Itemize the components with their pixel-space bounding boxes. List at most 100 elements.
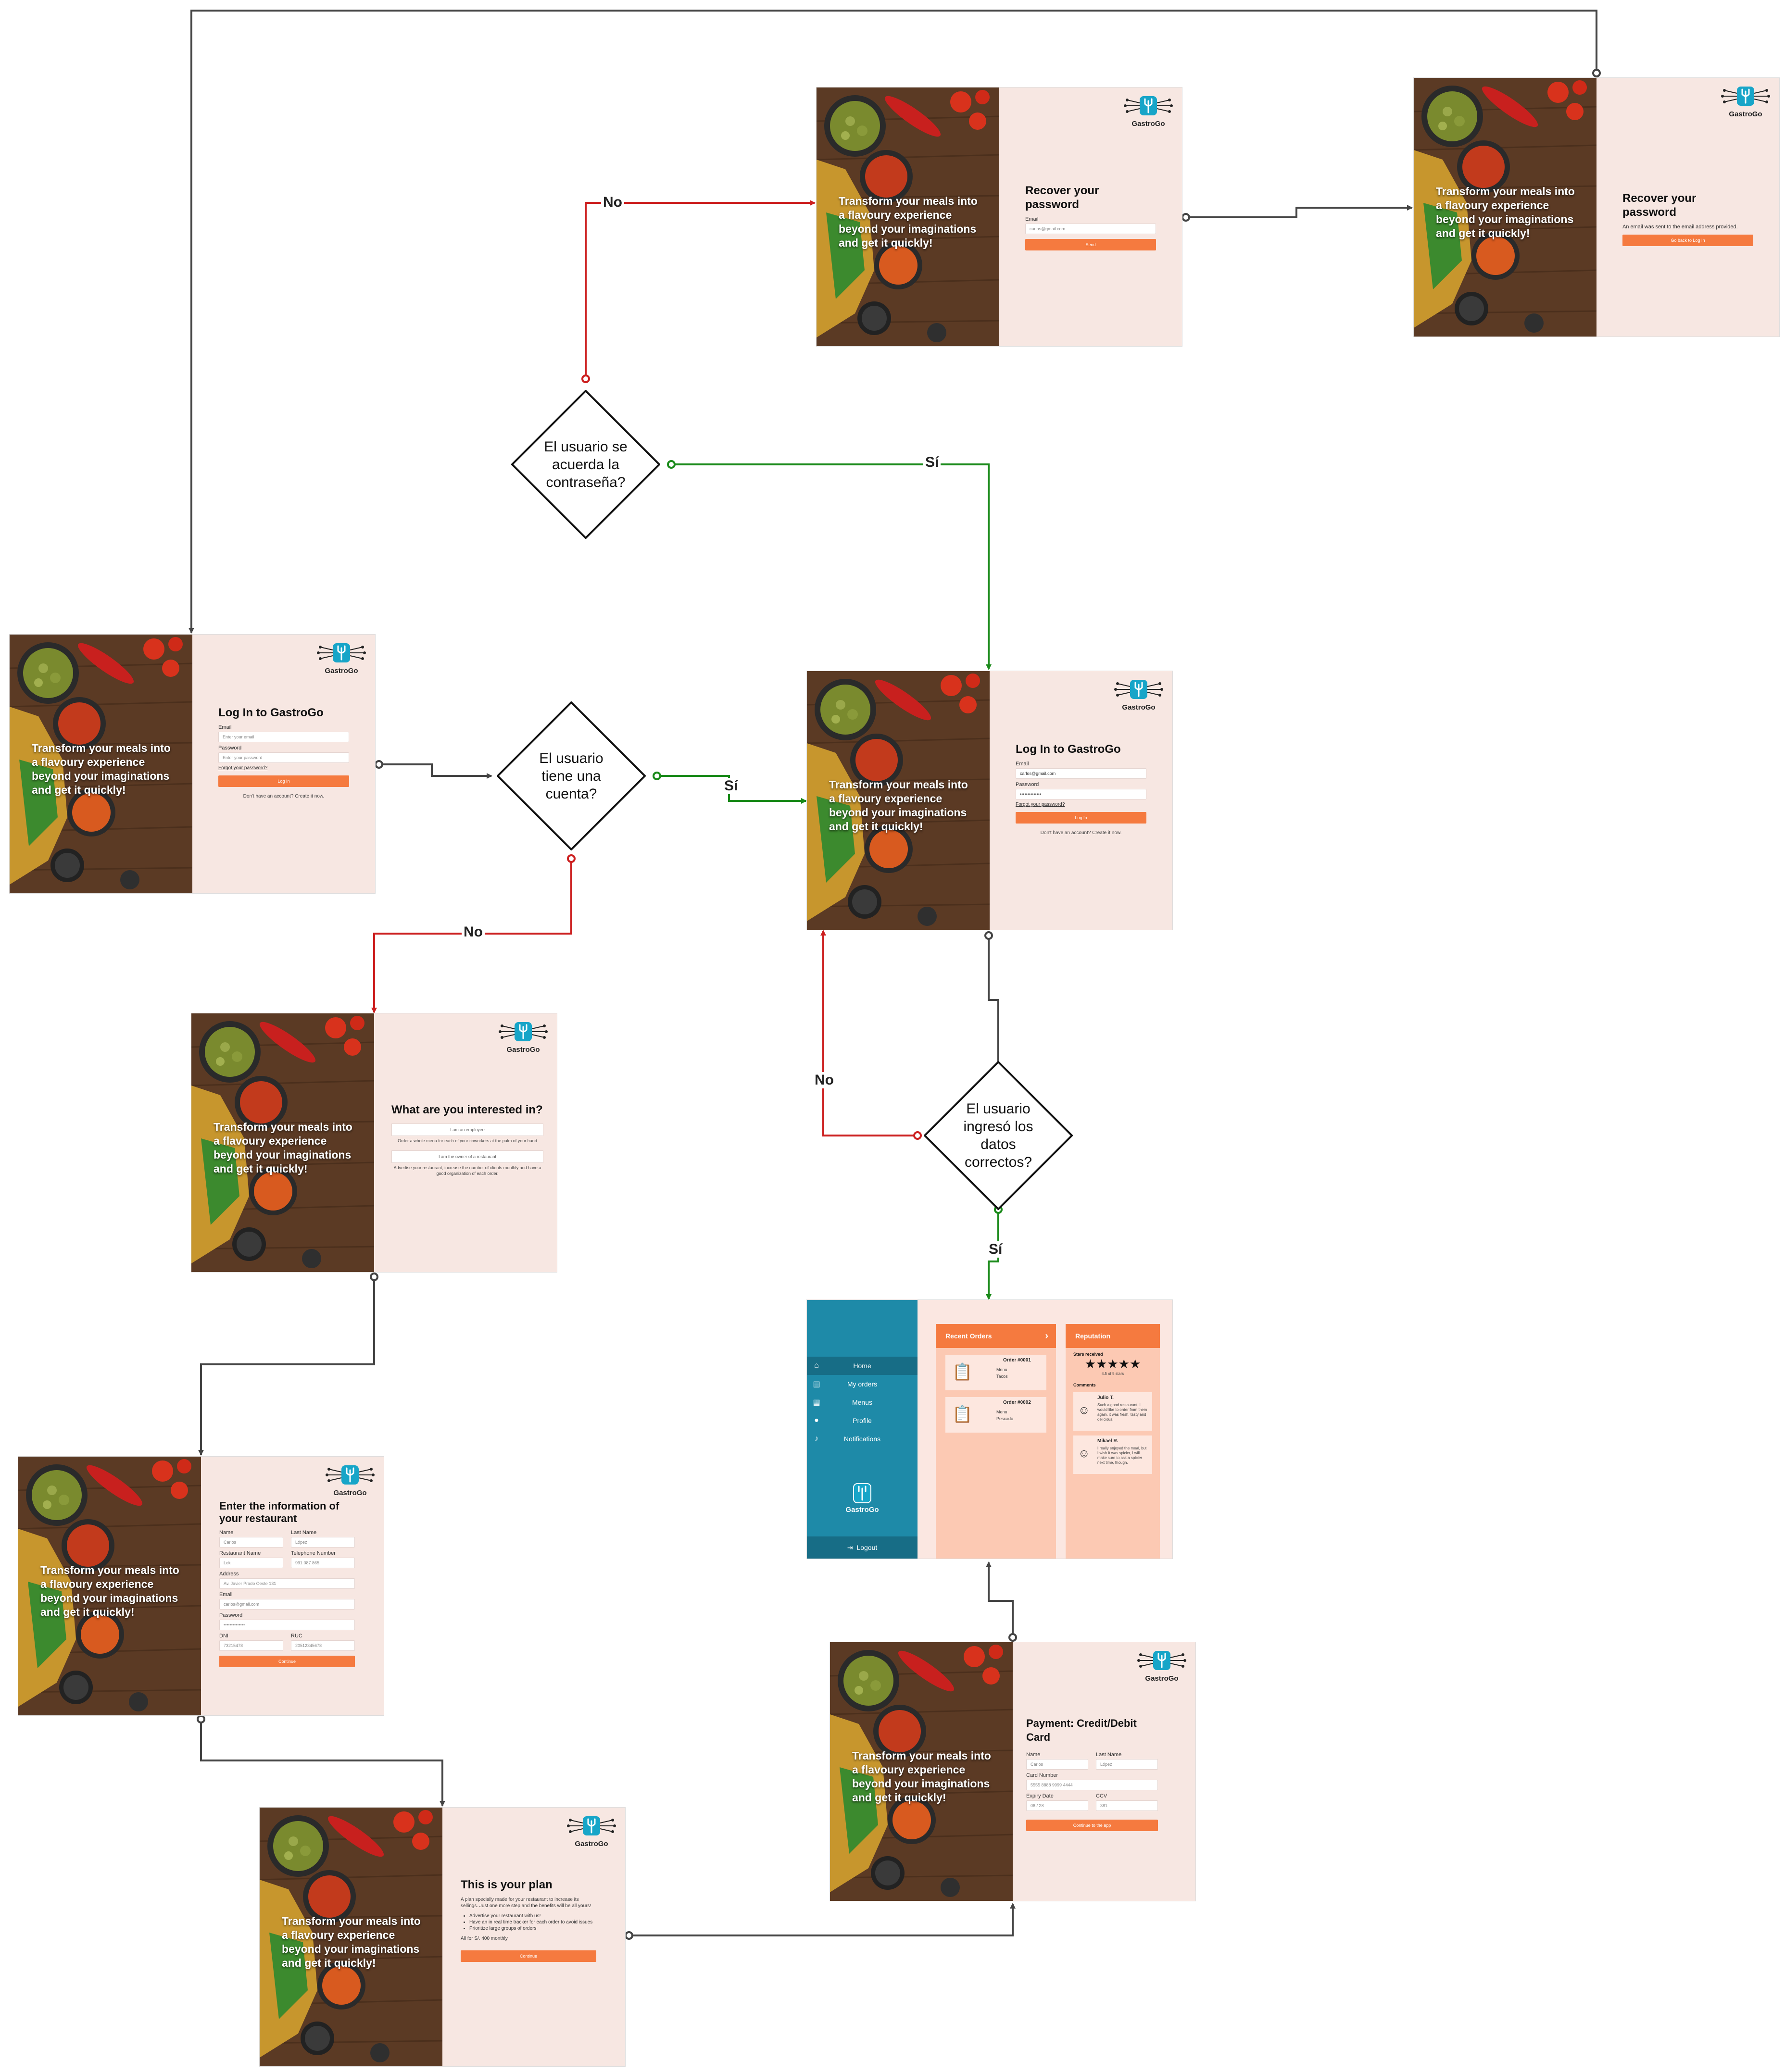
- gastrogo-logo: GastroGo: [1137, 1650, 1187, 1683]
- edge-recover-sent-to-login: [189, 10, 1597, 634]
- owner-option[interactable]: I am the owner of a restaurant: [391, 1150, 543, 1163]
- lastname-label: Last Name: [291, 1530, 317, 1535]
- plan-price: All for S/. 400 monthly: [461, 1936, 508, 1941]
- nav-item-menus[interactable]: ▦Menus: [807, 1393, 918, 1411]
- edge-label-password-no: No: [601, 194, 624, 211]
- restaurant-name-field[interactable]: Lek: [219, 1558, 283, 1568]
- decision-password-text: El usuario se acuerda la contraseña?: [544, 438, 628, 490]
- expiry-field[interactable]: 06 / 28: [1026, 1800, 1088, 1811]
- recover-title: Recover your password: [1025, 184, 1099, 211]
- payment-panel: GastroGo Payment: Credit/Debit Card Name…: [1013, 1642, 1195, 1901]
- order-card[interactable]: 📋 Order #0001 Menu Tacos: [945, 1355, 1046, 1390]
- plan-title: This is your plan: [461, 1878, 553, 1891]
- fork-logo-icon: [326, 1465, 375, 1485]
- password-field[interactable]: ••••••••••••••: [219, 1620, 355, 1630]
- order-card[interactable]: 📋 Order #0002 Menu Pescado: [945, 1397, 1046, 1433]
- comment-text: I really enjoyed the meal, but I wish it…: [1097, 1446, 1147, 1465]
- address-field[interactable]: Av. Javier Prado Oeste 131: [219, 1578, 355, 1589]
- email-field[interactable]: carlos@gmail.com: [219, 1599, 355, 1610]
- nav-item-my-orders[interactable]: ▤My orders: [807, 1375, 918, 1393]
- ccv-label: CCV: [1096, 1793, 1107, 1799]
- lastname-field[interactable]: López: [1096, 1759, 1158, 1770]
- edge-interest-to-restaurant: [198, 1277, 375, 1456]
- signup-link[interactable]: Don't have an account? Create it now.: [1040, 830, 1122, 836]
- food-photo: Transform your meals into a flavoury exp…: [18, 1457, 201, 1715]
- send-button[interactable]: Send: [1025, 239, 1156, 250]
- gastrogo-logo: GastroGo: [1123, 95, 1173, 128]
- screen-restaurant-info: Transform your meals into a flavoury exp…: [18, 1457, 384, 1715]
- screen-interest: Transform your meals into a flavoury exp…: [191, 1013, 557, 1272]
- lastname-field[interactable]: López: [291, 1537, 355, 1548]
- login-filled-panel: GastroGo Log In to GastroGo Email carlos…: [990, 671, 1172, 930]
- ruc-field[interactable]: 20512345678: [291, 1640, 355, 1651]
- tagline: Transform your meals into a flavoury exp…: [40, 1564, 179, 1618]
- tagline: Transform your meals into a flavoury exp…: [839, 195, 978, 249]
- screen-recover-sent: Transform your meals into a flavoury exp…: [1414, 78, 1779, 337]
- nav-item-home[interactable]: ⌂ Home: [807, 1357, 918, 1375]
- food-photo: Transform your meals into a flavoury exp…: [817, 87, 999, 346]
- plan-continue-button[interactable]: Continue: [461, 1950, 596, 1962]
- gastrogo-logo: GastroGo: [316, 642, 366, 675]
- card-number-field[interactable]: 5555 8888 9999 4444: [1026, 1780, 1158, 1790]
- logo-name: GastroGo: [325, 667, 358, 675]
- name-label: Name: [1026, 1752, 1041, 1758]
- plan-benefits: Advertise your restaurant with us! Have …: [469, 1913, 596, 1932]
- logout-button[interactable]: ⇥Logout: [807, 1536, 918, 1559]
- plan-description: A plan specially made for your restauran…: [461, 1897, 591, 1909]
- tagline: Transform your meals into a flavoury exp…: [214, 1121, 352, 1175]
- password-label: Password: [218, 745, 242, 751]
- dni-field[interactable]: 73215478: [219, 1640, 283, 1651]
- owner-option-desc: Advertise your restaurant, increase the …: [393, 1165, 541, 1176]
- plan-panel: GastroGo This is your plan A plan specia…: [442, 1808, 625, 2066]
- tagline: Transform your meals into a flavoury exp…: [1436, 185, 1575, 239]
- home-icon: ⌂: [814, 1361, 819, 1370]
- screen-login-filled: Transform your meals into a flavoury exp…: [807, 671, 1172, 930]
- recover-email-field[interactable]: carlos@gmail.com: [1025, 224, 1156, 234]
- recent-orders-header[interactable]: Recent Orders ›: [936, 1324, 1056, 1348]
- nav-label: Home: [853, 1362, 871, 1370]
- forgot-password-link[interactable]: Forgot your password?: [1016, 802, 1065, 807]
- edge-login-to-data: [988, 936, 1001, 1069]
- order-line: Menu: [996, 1410, 1007, 1414]
- comment-card: ☺ Julio T. Such a good restaurant, I wou…: [1073, 1392, 1152, 1431]
- restaurant-panel: GastroGo Enter the information of your r…: [201, 1457, 384, 1715]
- email-field[interactable]: carlos@gmail.com: [1016, 768, 1146, 779]
- sidebar-logo-name: GastroGo: [845, 1506, 879, 1514]
- chevron-right-icon: ›: [1045, 1331, 1048, 1341]
- login-button[interactable]: Log In: [1016, 812, 1146, 824]
- address-label: Address: [219, 1571, 239, 1577]
- screen-recover: Transform your meals into a flavoury exp…: [817, 87, 1182, 346]
- decision-account: El usuario tiene una cuenta?: [497, 701, 646, 850]
- login-button[interactable]: Log In: [218, 775, 349, 787]
- nav-item-profile[interactable]: ●Profile: [807, 1411, 918, 1430]
- forgot-password-link[interactable]: Forgot your password?: [218, 765, 268, 771]
- restaurant-title: Enter the information of your restaurant: [219, 1500, 339, 1524]
- name-field[interactable]: Carlos: [219, 1537, 283, 1548]
- fork-logo-icon: [567, 1816, 616, 1835]
- password-field[interactable]: ••••••••••••••: [1016, 789, 1146, 799]
- star-rating: ★★★★★: [1084, 1357, 1141, 1371]
- sidebar-nav: ⌂ Home ▤My orders ▦Menus ●Profile ♪Notifi…: [807, 1357, 918, 1448]
- nav-item-notifications[interactable]: ♪Notifications: [807, 1430, 918, 1448]
- nav-label: My orders: [847, 1380, 878, 1388]
- ccv-field[interactable]: 381: [1096, 1800, 1158, 1811]
- continue-button[interactable]: Continue: [219, 1656, 355, 1667]
- password-field[interactable]: Enter your password: [218, 752, 349, 763]
- name-field[interactable]: Carlos: [1026, 1759, 1088, 1770]
- edge-restaurant-to-plan: [200, 1719, 445, 1807]
- order-line: Menu: [996, 1367, 1007, 1372]
- signup-link[interactable]: Don't have an account? Create it now.: [243, 794, 325, 799]
- nav-label: Notifications: [843, 1435, 881, 1443]
- phone-field[interactable]: 991 087 865: [291, 1558, 355, 1568]
- sidebar-logo: GastroGo: [807, 1483, 918, 1514]
- employee-option[interactable]: I am an employee: [391, 1123, 543, 1136]
- fork-logo-icon: [1114, 680, 1163, 699]
- recent-orders-title: Recent Orders: [945, 1332, 992, 1340]
- continue-to-app-button[interactable]: Continue to the app: [1026, 1820, 1158, 1831]
- phone-label: Telephone Number: [291, 1550, 336, 1556]
- fork-logo-icon: [1721, 87, 1770, 106]
- face-icon: ☺: [1078, 1447, 1090, 1460]
- email-field[interactable]: Enter your email: [218, 732, 349, 742]
- back-to-login-button[interactable]: Go back to Log In: [1622, 235, 1753, 246]
- order-title: Order #0001: [1003, 1358, 1031, 1363]
